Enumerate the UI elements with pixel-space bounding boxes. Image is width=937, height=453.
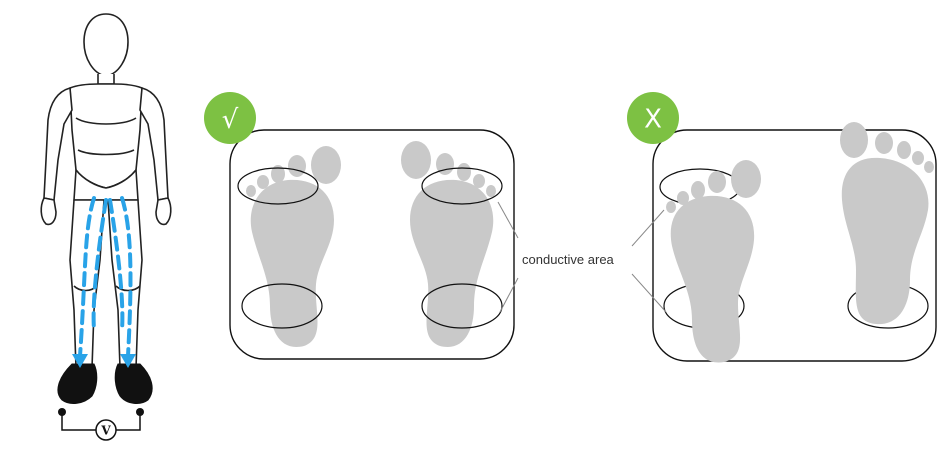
current-path-left-up bbox=[91, 198, 108, 332]
figure-right-hand bbox=[155, 197, 172, 226]
current-path-left-down bbox=[78, 196, 96, 358]
conductive-area-label: conductive area bbox=[522, 252, 615, 267]
correct-right-toe-5 bbox=[486, 185, 496, 197]
correct-left-foot-sole bbox=[250, 179, 334, 347]
left-arrowhead bbox=[72, 354, 88, 368]
correct-right-toe-3 bbox=[457, 163, 471, 181]
right-arrowhead bbox=[120, 354, 136, 368]
voltmeter-circuit bbox=[61, 412, 141, 441]
incorrect-right-foot-sole bbox=[841, 157, 929, 325]
incorrect-right-toe-5 bbox=[924, 161, 934, 173]
incorrect-left-toe-3 bbox=[691, 181, 705, 199]
correct-left-toe-3 bbox=[271, 165, 285, 183]
left-electrode bbox=[58, 408, 66, 416]
voltmeter-circle bbox=[95, 419, 117, 441]
figure-left-hand bbox=[40, 197, 57, 226]
incorrect-right-toe-2 bbox=[875, 132, 893, 154]
leader-to-incorrect-heel bbox=[631, 273, 667, 313]
correct-right-front-area bbox=[421, 167, 503, 205]
correct-right-toe-2 bbox=[436, 153, 454, 175]
figure-neck bbox=[97, 74, 115, 85]
left-shoe bbox=[57, 363, 98, 404]
voltmeter-symbol: V bbox=[100, 424, 111, 438]
correct-right-toe-1 bbox=[401, 141, 431, 179]
right-electrode bbox=[136, 408, 144, 416]
correct-left-toe-1 bbox=[311, 146, 341, 184]
circuit-wire-right bbox=[116, 412, 141, 431]
incorrect-right-foot bbox=[840, 122, 934, 325]
incorrect-left-foot-sole bbox=[670, 195, 755, 363]
conductive-area-leaders bbox=[497, 201, 667, 313]
figure-shoes bbox=[57, 363, 153, 404]
incorrect-left-foot bbox=[666, 160, 761, 363]
right-shoe bbox=[114, 363, 153, 404]
figure-chest-line bbox=[75, 117, 137, 125]
incorrect-right-toe-1 bbox=[840, 122, 868, 158]
incorrect-left-toe-4 bbox=[677, 191, 689, 205]
incorrect-left-toe-2 bbox=[708, 171, 726, 193]
incorrect-right-toe-3 bbox=[897, 141, 911, 159]
cross-badge-circle bbox=[627, 92, 679, 144]
figure-head bbox=[83, 13, 129, 77]
current-path-right-up bbox=[108, 198, 125, 332]
figure-left-arm bbox=[43, 87, 73, 201]
correct-left-heel-area bbox=[241, 283, 323, 329]
checkmark-icon: √ bbox=[222, 105, 239, 135]
current-path bbox=[78, 196, 133, 358]
leader-to-correct-heel bbox=[499, 277, 519, 313]
incorrect-right-toe-4 bbox=[912, 151, 924, 165]
incorrect-plate bbox=[652, 122, 937, 363]
figure-right-arm bbox=[139, 87, 169, 201]
leader-to-correct-front bbox=[497, 201, 519, 239]
figure-torso bbox=[69, 83, 143, 189]
correct-conductive-areas bbox=[237, 167, 503, 329]
incorrect-badge: X bbox=[627, 92, 679, 144]
circuit-wire-left bbox=[61, 412, 96, 431]
figure-waist-line bbox=[77, 149, 135, 156]
incorrect-left-toe-5 bbox=[666, 201, 676, 213]
leader-to-incorrect-front bbox=[631, 209, 665, 247]
human-figure bbox=[40, 13, 172, 369]
correct-left-toe-2 bbox=[288, 155, 306, 177]
cross-icon: X bbox=[644, 105, 662, 135]
correct-plate bbox=[229, 129, 515, 360]
correct-right-heel-area bbox=[421, 283, 503, 329]
correct-left-toe-5 bbox=[246, 185, 256, 197]
checkmark-badge-circle bbox=[204, 92, 256, 144]
incorrect-left-toe-1 bbox=[731, 160, 761, 198]
figure-hips bbox=[73, 169, 139, 201]
correct-right-foot bbox=[401, 141, 496, 347]
current-path-right-down bbox=[120, 196, 133, 358]
correct-badge: √ bbox=[204, 92, 256, 144]
correct-right-toe-4 bbox=[473, 174, 485, 188]
correct-left-front-area bbox=[237, 167, 319, 205]
current-arrowheads bbox=[72, 354, 136, 368]
correct-left-toe-4 bbox=[257, 175, 269, 189]
correct-right-foot-sole bbox=[410, 179, 494, 347]
figure-right-knee bbox=[115, 285, 141, 292]
